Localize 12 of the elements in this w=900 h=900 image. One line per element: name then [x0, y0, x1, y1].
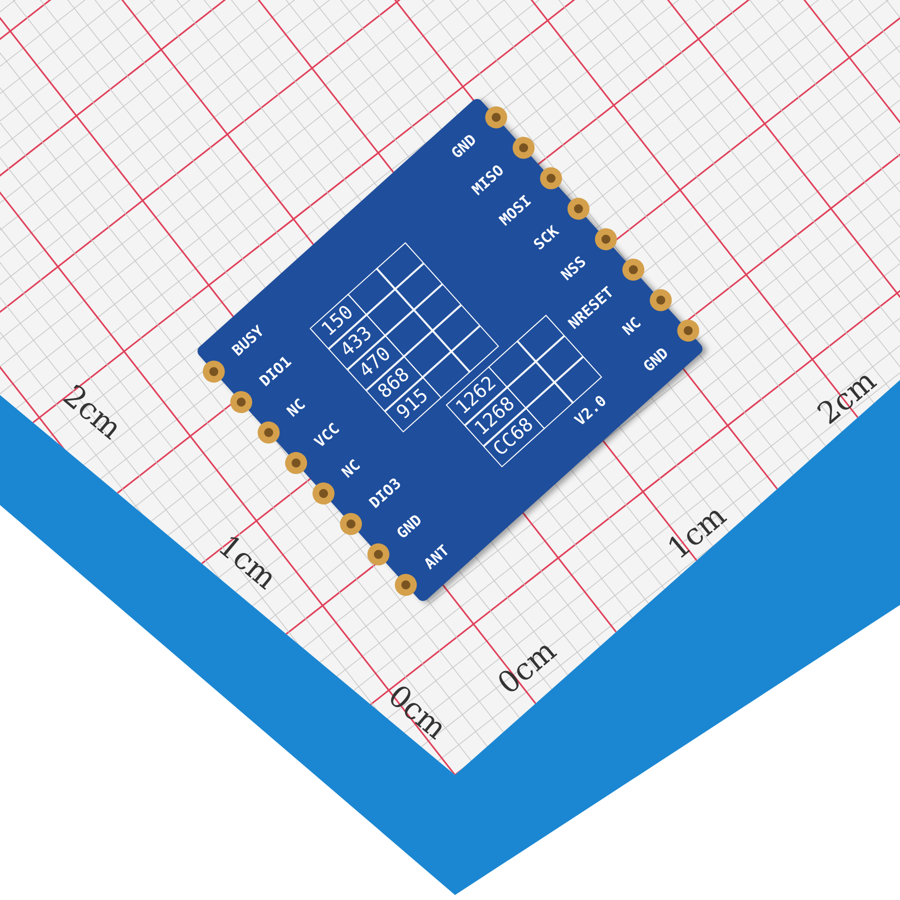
pin-label: NC [619, 314, 645, 339]
scale-label: 0cm [491, 633, 564, 702]
pin-label: GND [393, 510, 426, 542]
pin-label: NC [283, 395, 309, 420]
pin-label: VCC [310, 419, 344, 451]
pin-label: NC [338, 456, 364, 482]
scale-label: 2cm [811, 363, 884, 432]
pin-label: NSS [557, 252, 590, 284]
pin-label: GND [448, 130, 480, 162]
scale-label: 1cm [661, 498, 734, 567]
pin-label: GND [640, 344, 672, 376]
pin-label: SCK [530, 222, 562, 254]
